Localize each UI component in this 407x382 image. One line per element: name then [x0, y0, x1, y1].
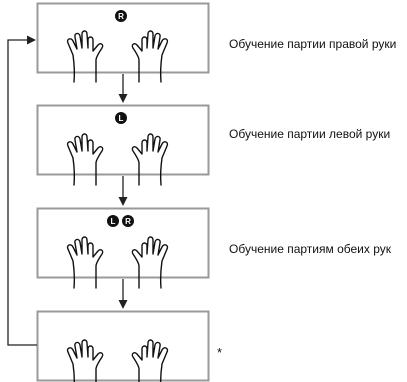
- right-hand-badge-icon: R: [115, 10, 127, 22]
- step-box-3: L R: [36, 207, 210, 289]
- footnote-asterisk: *: [217, 345, 222, 360]
- step-box-4: [36, 310, 210, 382]
- svg-text:L: L: [111, 217, 116, 226]
- step-label-both-hands: Обучение партиям обеих рук: [229, 242, 391, 256]
- left-hand-badge-icon: L: [107, 215, 119, 227]
- loop-back-arrow: [7, 35, 37, 346]
- svg-text:L: L: [119, 114, 124, 123]
- step-label-right-hand: Обучение партии правой руки: [229, 37, 397, 51]
- step-box-1: R: [36, 2, 210, 83]
- down-arrow-3: [118, 279, 128, 309]
- svg-text:R: R: [118, 12, 124, 21]
- svg-text:R: R: [125, 217, 131, 226]
- left-hand-badge-icon: L: [115, 112, 127, 124]
- step-label-left-hand: Обучение партии левой руки: [229, 127, 391, 141]
- step-box-2: L: [36, 104, 210, 186]
- down-arrow-1: [118, 74, 128, 103]
- right-hand-badge-icon: R: [122, 215, 134, 227]
- down-arrow-2: [118, 176, 128, 206]
